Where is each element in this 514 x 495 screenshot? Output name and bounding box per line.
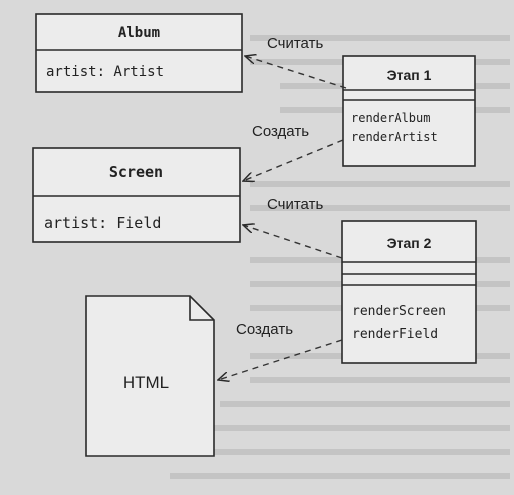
screen-class-title: Screen: [109, 163, 163, 181]
album-class-title: Album: [118, 25, 160, 41]
arrow-label-create-1: Создать: [252, 123, 309, 140]
arrow-create-screen: [243, 139, 344, 181]
dependency-arrows: [218, 56, 347, 380]
stage1-method-render-album: renderAlbum: [351, 111, 430, 125]
arrow-create-html: [218, 339, 343, 380]
arrow-read-album: [245, 56, 347, 89]
screen-class-attribute: artist: Field: [44, 214, 161, 232]
stage2-class-title: Этап 2: [387, 235, 432, 251]
arrow-read-screen: [243, 225, 343, 259]
stage1-method-render-artist: renderArtist: [351, 130, 438, 144]
screen-class: Screen artist: Field: [32, 147, 241, 243]
html-document-label: HTML: [123, 373, 169, 392]
stage2-class: Этап 2 renderScreen renderField: [341, 220, 477, 364]
html-document: HTML: [85, 295, 215, 457]
stage2-method-render-screen: renderScreen: [352, 304, 446, 319]
arrow-label-read-2: Считать: [267, 196, 323, 213]
stage2-method-render-field: renderField: [352, 327, 438, 342]
arrow-label-create-2: Создать: [236, 321, 293, 338]
stage1-class-title: Этап 1: [387, 67, 432, 83]
stage1-class: Этап 1 renderAlbum renderArtist: [342, 55, 476, 167]
background-text-texture: [170, 35, 510, 479]
arrow-label-read-1: Считать: [267, 35, 323, 52]
album-class: Album artist: Artist: [35, 13, 243, 93]
album-class-attribute: artist: Artist: [46, 64, 164, 80]
